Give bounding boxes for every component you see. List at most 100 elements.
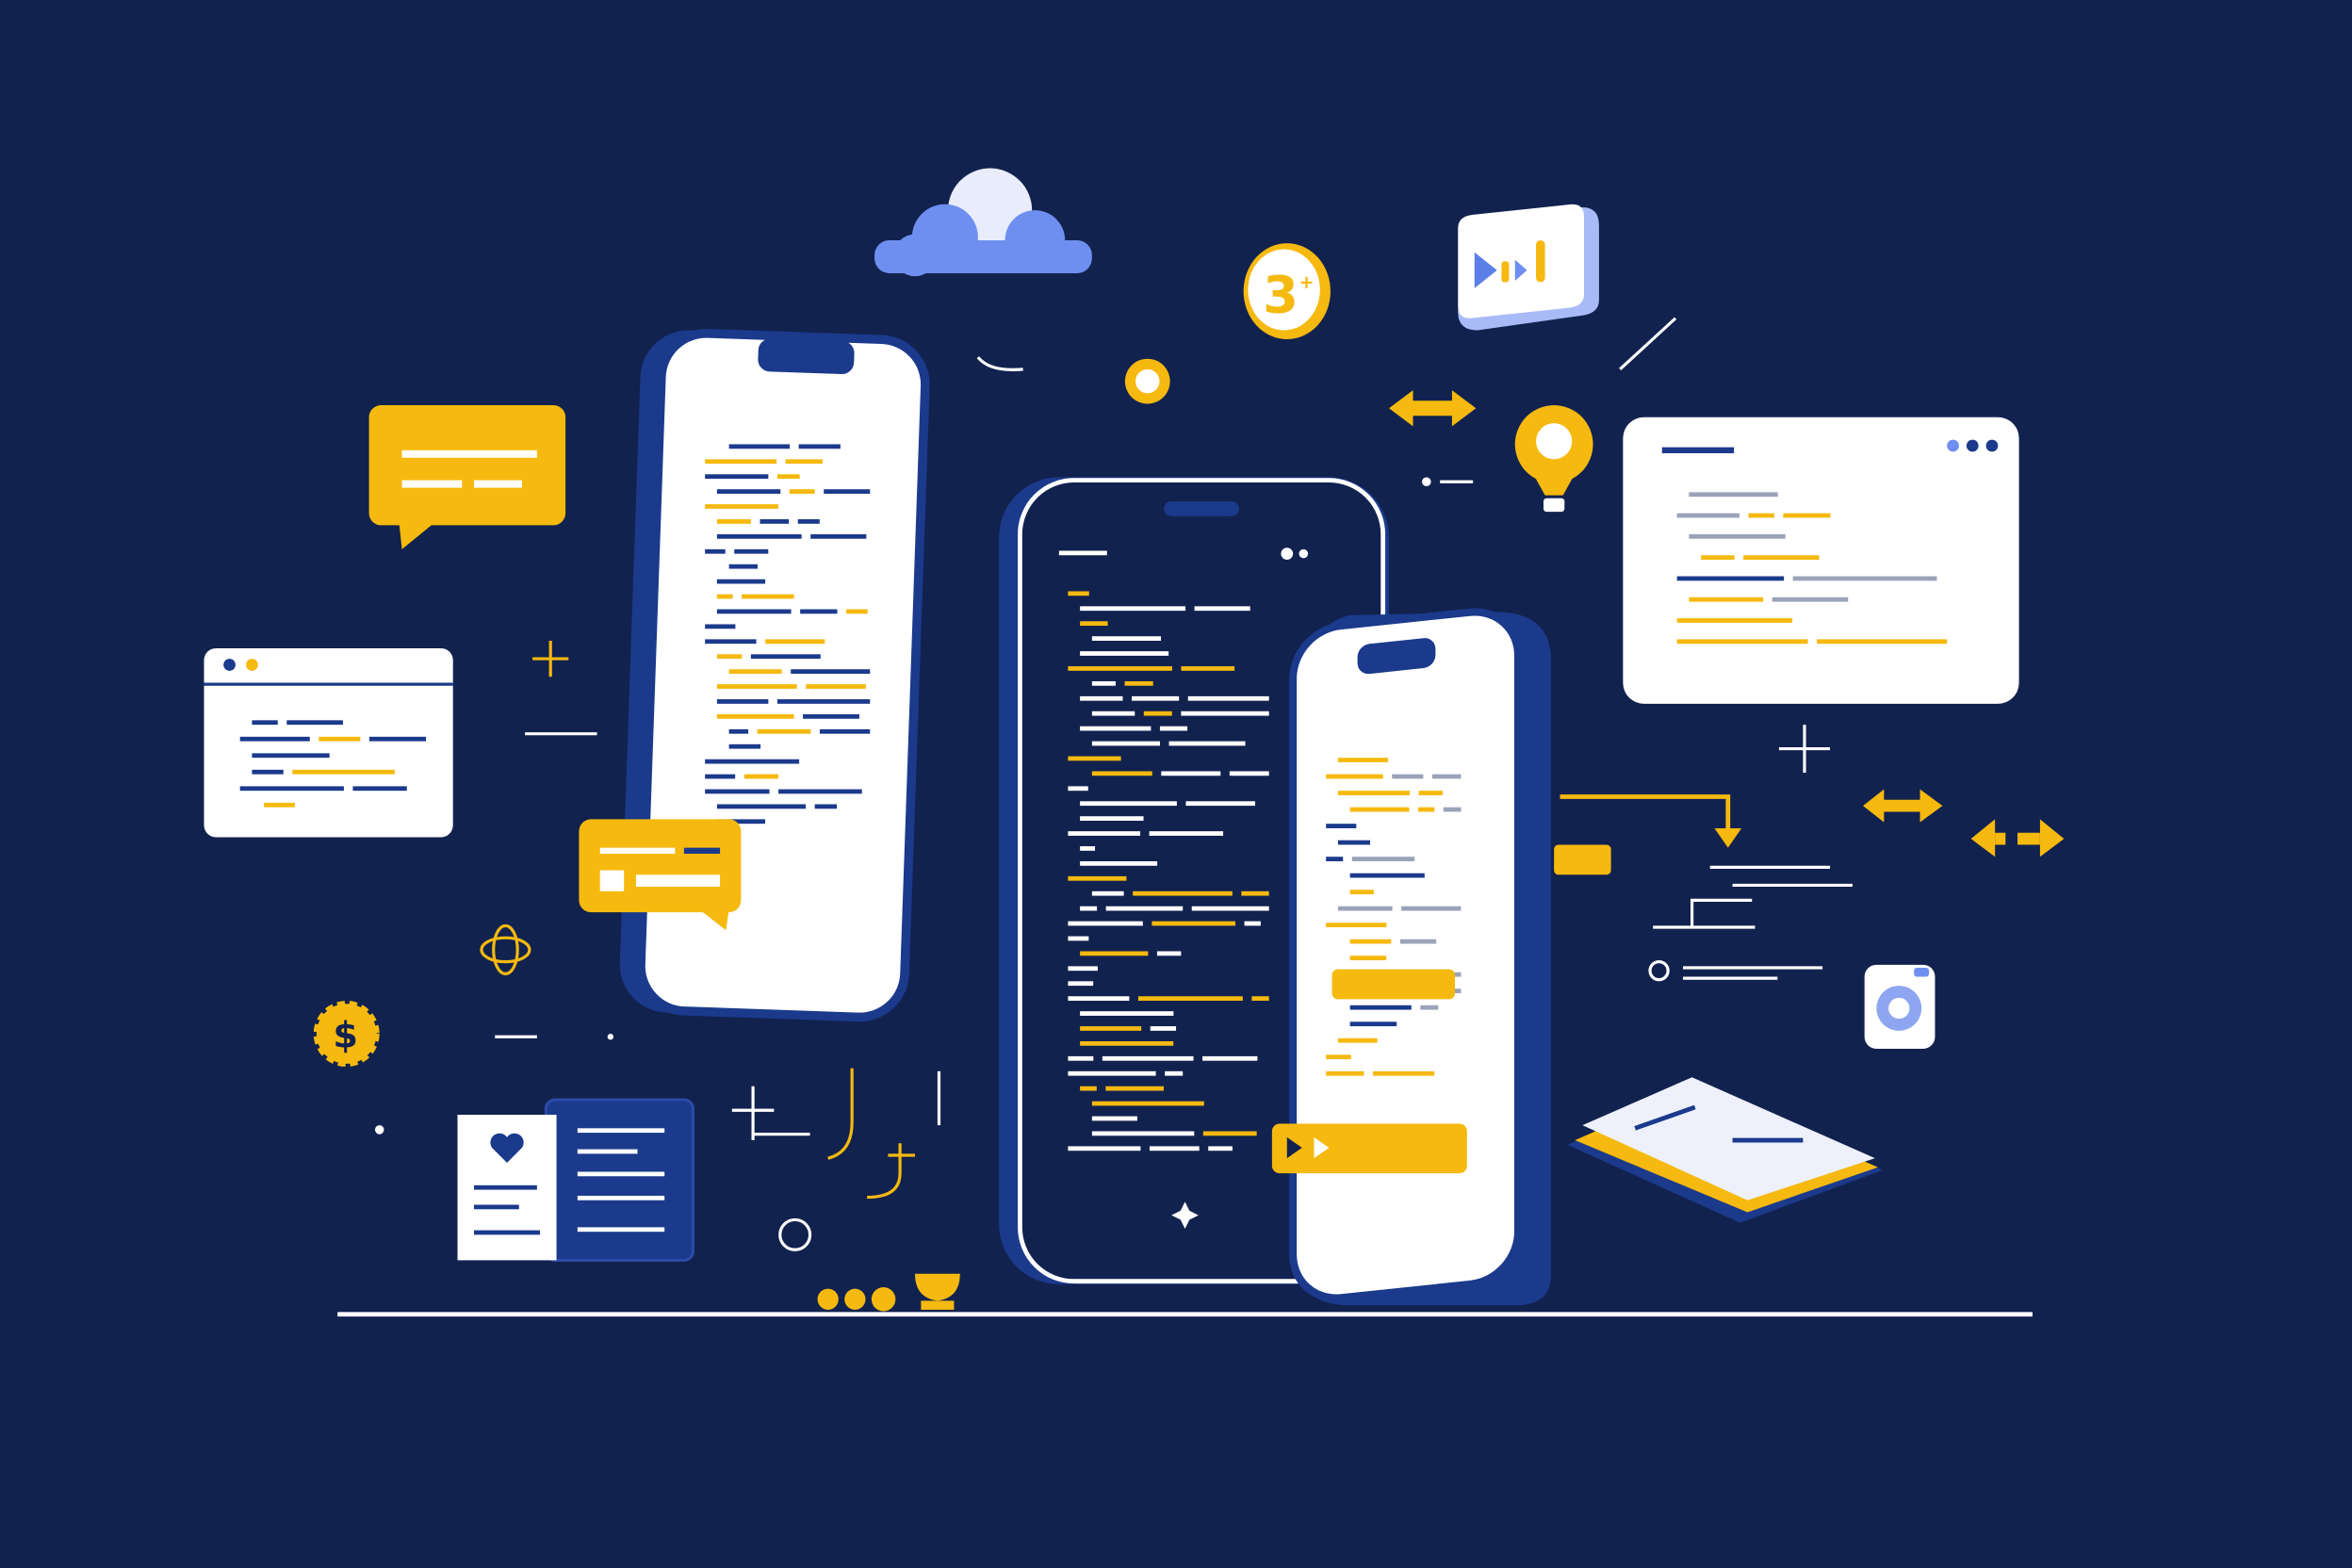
code-line [716, 594, 733, 599]
code-line [1080, 1011, 1174, 1016]
code-line [1185, 801, 1256, 807]
double-arrow-icon [1389, 390, 1477, 427]
code-line [1202, 1131, 1257, 1136]
code-line [1091, 1101, 1204, 1106]
code-line [286, 720, 343, 726]
code-line [1676, 576, 1785, 581]
code-line [1168, 741, 1246, 746]
code-line [791, 669, 871, 674]
lightbulb-icon [1514, 405, 1593, 513]
code-line [1149, 1146, 1200, 1152]
code-line [1772, 596, 1849, 602]
code-line [1326, 1070, 1364, 1076]
code-line [1701, 555, 1735, 561]
code-line [1244, 921, 1261, 926]
code-line [1133, 890, 1233, 896]
code-line [239, 736, 310, 742]
code-line [1159, 726, 1188, 731]
code-line [1150, 1026, 1177, 1031]
code-line [1229, 771, 1269, 776]
code-line [1068, 1070, 1156, 1076]
code-line [1349, 956, 1387, 961]
code-line [776, 699, 871, 704]
code-line [1137, 996, 1243, 1002]
code-line [705, 504, 778, 509]
code-line [778, 789, 862, 794]
code-line [1191, 906, 1269, 911]
code-line [252, 720, 278, 726]
code-line [1792, 576, 1937, 581]
code-line [1080, 906, 1098, 911]
code-line [1091, 771, 1152, 776]
code-line [1068, 966, 1098, 972]
code-line [1418, 791, 1444, 795]
code-line [1080, 951, 1149, 956]
cloud-icon [874, 168, 1092, 277]
book-icon [1567, 1077, 1883, 1223]
coin-icon: 3 + [1243, 243, 1331, 340]
camera-icon [1864, 964, 1936, 1049]
code-line [1783, 513, 1831, 518]
video-play-button[interactable] [1271, 1123, 1467, 1174]
code-line [1689, 492, 1778, 498]
code-line [1068, 831, 1141, 836]
media-player-card[interactable] [1458, 204, 1599, 331]
code-line [1068, 981, 1094, 987]
code-line [1091, 1131, 1195, 1136]
code-line [1817, 639, 1948, 645]
code-line [1080, 1041, 1174, 1046]
code-line [705, 459, 777, 465]
code-line [765, 639, 825, 645]
code-line [1091, 680, 1116, 686]
code-line [846, 609, 868, 614]
chat-bubble-icon [368, 405, 566, 549]
code-line [776, 474, 800, 480]
code-line [810, 533, 867, 539]
code-line [1443, 807, 1462, 812]
double-arrow-icon [1863, 789, 1943, 823]
code-line [1080, 846, 1096, 851]
code-line [1420, 1004, 1439, 1010]
code-line [1091, 890, 1124, 896]
code-line [1351, 857, 1415, 861]
decorations [495, 356, 1831, 1251]
sparkle-icon [1171, 1201, 1199, 1229]
coin-number: 3 [1263, 265, 1298, 324]
code-line [819, 728, 871, 734]
profile-card [457, 1098, 695, 1262]
double-arrow-icon [1970, 819, 2065, 858]
code-line [1068, 936, 1089, 941]
code-line [1080, 860, 1158, 866]
code-line [1373, 1070, 1435, 1076]
phone-notch [1357, 638, 1436, 675]
code-line [716, 654, 743, 660]
code-line [716, 713, 794, 719]
side-tab [1554, 844, 1611, 875]
code-line [352, 786, 407, 792]
code-line [318, 736, 361, 742]
code-line [1161, 771, 1221, 776]
code-line [1080, 621, 1108, 627]
code-line [1349, 807, 1410, 812]
code-line [716, 519, 751, 524]
phone-left [619, 329, 930, 1022]
code-line [789, 489, 815, 494]
code-line [1392, 774, 1424, 779]
code-line [1401, 906, 1462, 911]
browser-window-right [1623, 416, 2019, 704]
browser-window-left [204, 647, 453, 838]
code-line [705, 774, 736, 779]
code-line [705, 474, 769, 480]
code-line [1208, 1146, 1233, 1152]
code-line [705, 624, 736, 629]
dollar-symbol: $ [333, 1015, 358, 1056]
code-line [1187, 695, 1269, 701]
code-line [1748, 513, 1774, 518]
code-line [1349, 1021, 1397, 1027]
code-line [797, 519, 820, 524]
code-line [728, 669, 782, 674]
highlight-bar [1331, 969, 1456, 1000]
phone-speaker [1164, 500, 1239, 516]
code-line [1337, 1037, 1378, 1043]
code-line [1194, 606, 1250, 612]
